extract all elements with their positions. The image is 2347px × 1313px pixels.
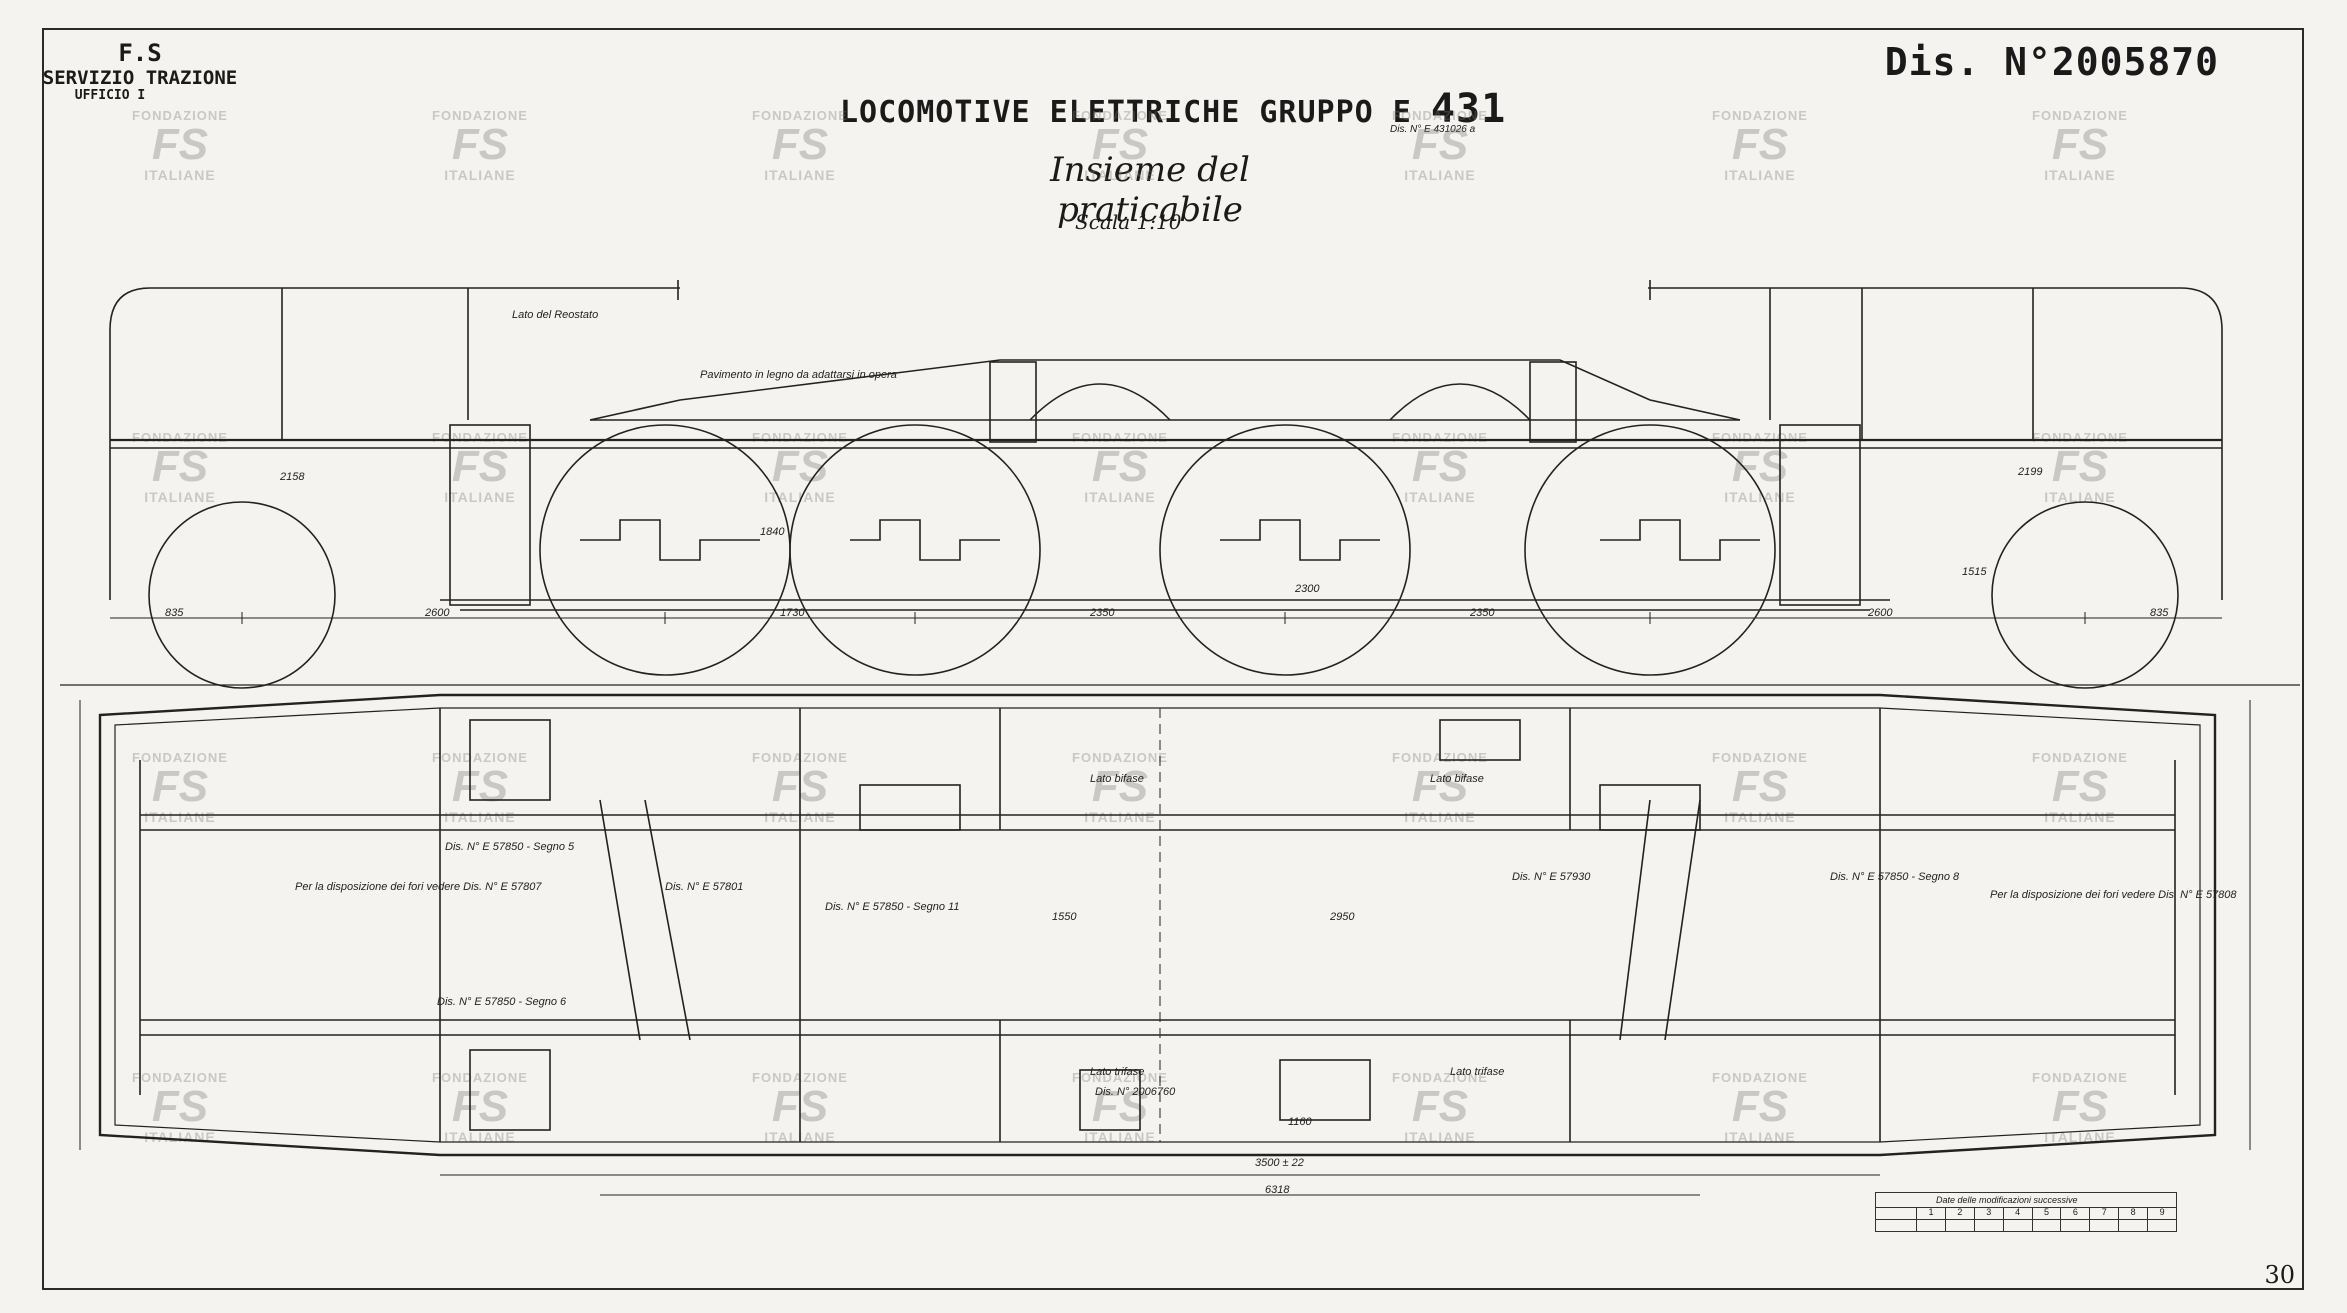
dome-1 (1029, 383, 1171, 421)
reference-label: Dis. N° E 57801 (665, 881, 743, 893)
dimension: 2199 (2017, 466, 2042, 478)
lato-trifase-label: Lato trifase (1090, 1066, 1144, 1078)
modifications-table: Date delle modificazioni successive 1 2 … (1875, 1192, 2177, 1232)
dimension: 2600 (1867, 607, 1893, 619)
drawing-scale: Scala 1:10 (1075, 210, 1182, 234)
drawing-number: Dis. N°2005870 (1884, 40, 2219, 84)
note-right: Per la disposizione dei fori vedere Dis.… (1990, 889, 2237, 901)
reference-label: Dis. N° E 57850 - Segno 6 (437, 996, 567, 1008)
reference-label: Dis. N° E 57850 - Segno 5 (445, 841, 575, 853)
reference-label: Dis. N° E 57930 (1512, 871, 1591, 883)
body-outline (589, 359, 1741, 421)
dimension: 2300 (1294, 583, 1320, 595)
sheet-border (42, 28, 2304, 1290)
dimension: 6318 (1265, 1184, 1290, 1196)
carrying-wheel-left (148, 501, 336, 689)
dimension: 1730 (780, 607, 805, 619)
dimension: 1840 (760, 526, 785, 538)
sub-reference: Dis. N° E 431026 a (1390, 124, 1476, 135)
modifications-header: Date delle modificazioni successive (1936, 1195, 2078, 1205)
title-number: 431 (1430, 86, 1507, 132)
dimension: 3500 ± 22 (1255, 1157, 1304, 1169)
dimension: 835 (2150, 607, 2169, 619)
side-label: Lato del Reostato (512, 309, 598, 321)
reference-label: Dis. N° E 57850 - Segno 8 (1830, 871, 1960, 883)
reference-label: Dis. N° E 57850 - Segno 11 (825, 901, 959, 913)
dimension: 2600 (424, 607, 450, 619)
driving-wheel-3 (1159, 424, 1411, 676)
dome-2 (1389, 383, 1531, 421)
dimension: 2350 (1469, 607, 1495, 619)
reference-label: Dis. N° 2006760 (1095, 1086, 1176, 1098)
title-prefix: LOCOMOTIVE ELETTRICHE GRUPPO E (840, 95, 1412, 130)
dimension: 2350 (1089, 607, 1115, 619)
drawing-title: LOCOMOTIVE ELETTRICHE GRUPPO E 431 (840, 86, 1506, 132)
sheet-number: 30 (2264, 1261, 2295, 1289)
org-line-2: SERVIZIO TRAZIONE (42, 66, 238, 89)
org-line-1: F.S (118, 39, 162, 67)
dimension: 2158 (279, 471, 305, 483)
floor-note: Pavimento in legno da adattarsi in opera (700, 369, 897, 381)
right-railing (1648, 287, 2223, 440)
dimension: 1160 (1288, 1116, 1313, 1128)
left-railing (109, 287, 680, 440)
dimension: 1550 (1052, 911, 1077, 923)
dimension: 1515 (1962, 566, 1987, 578)
lato-bifase-label: Lato bifase (1430, 773, 1484, 785)
drawing-subtitle: Insieme del praticabile (1050, 150, 1250, 230)
driving-wheel-4 (1524, 424, 1776, 676)
issuing-office-block: F.S SERVIZIO TRAZIONE UFFICIO I (40, 39, 240, 104)
carrying-wheel-right (1991, 501, 2179, 689)
plan-outline (98, 693, 2217, 1157)
lato-bifase-label: Lato bifase (1090, 773, 1144, 785)
org-line-3: UFFICIO I (74, 88, 146, 104)
note-left: Per la disposizione dei fori vedere Dis.… (295, 881, 542, 893)
driving-wheel-1 (539, 424, 791, 676)
modifications-cells: 1 2 3 4 5 6 7 8 9 (1916, 1207, 2176, 1231)
lato-trifase-label: Lato trifase (1450, 1066, 1504, 1078)
dimension: 2950 (1329, 911, 1355, 923)
driving-wheel-2 (789, 424, 1041, 676)
dimension: 835 (165, 607, 184, 619)
